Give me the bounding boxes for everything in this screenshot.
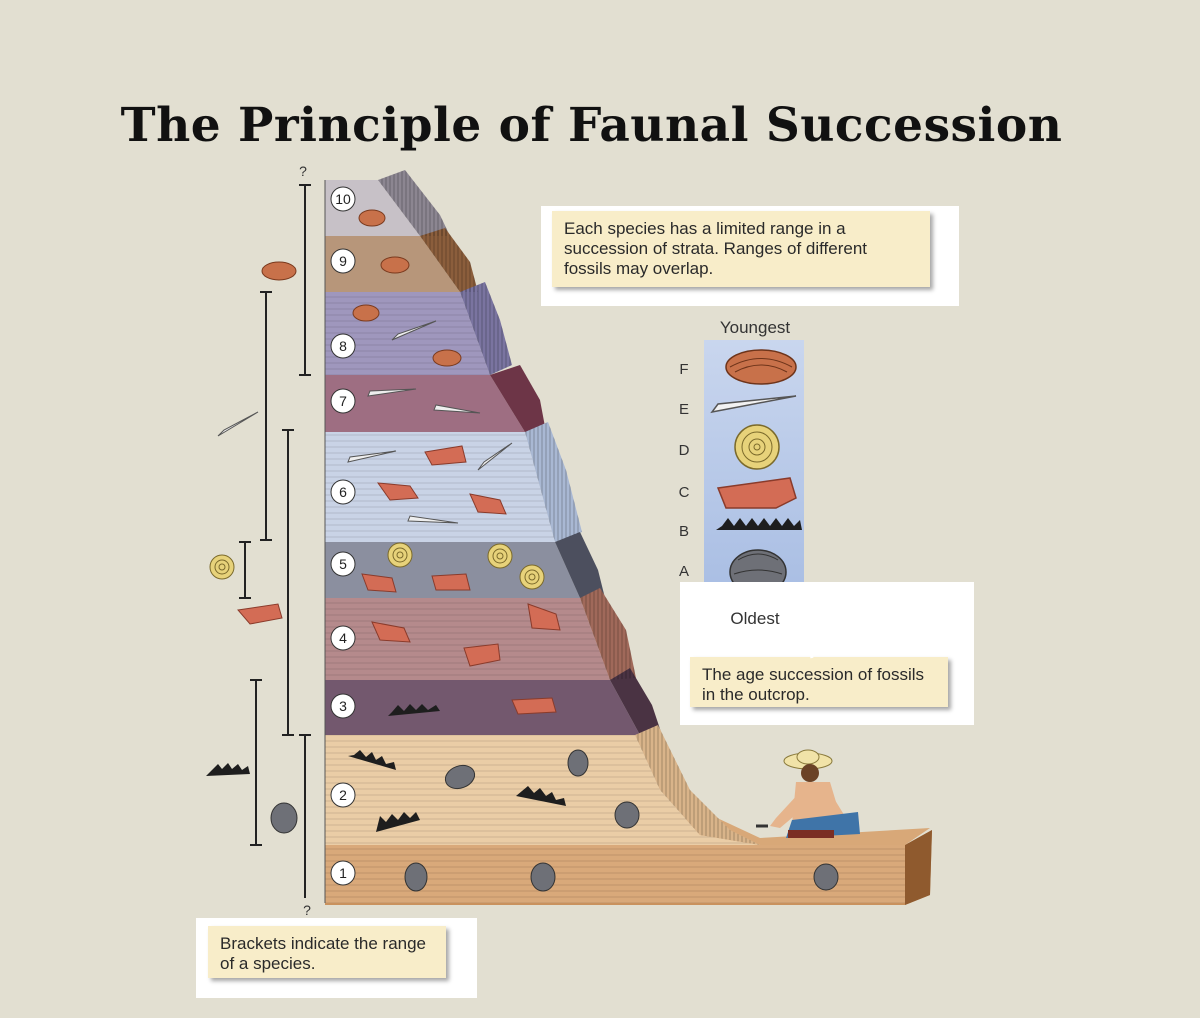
plate-fossil: [527, 603, 561, 631]
plate-fossil: [469, 493, 507, 515]
legend-comb-icon: [716, 518, 802, 530]
legend-youngest-label: Youngest: [719, 318, 791, 337]
comb-icon: [206, 763, 250, 776]
layer-label-2: 2: [339, 787, 347, 803]
cone-fossil: [367, 388, 417, 397]
legend-letter-d: D: [679, 442, 690, 459]
plate-fossil: [463, 643, 501, 667]
ammonite-icon: [209, 554, 235, 580]
legend-cone-icon: [710, 395, 797, 414]
cone-fossil: [477, 442, 513, 471]
stratum-3: [325, 680, 640, 735]
ammonite-fossil: [387, 542, 413, 568]
fossil-legend: F E D C B A: [679, 340, 804, 602]
layer-label-10: 10: [335, 191, 351, 207]
layer-number-4: 4: [330, 625, 356, 651]
layer-number-10: 10: [330, 186, 356, 212]
trilobite-fossil: [614, 801, 640, 829]
legend-ammonite-icon: [734, 424, 780, 470]
cone-fossil: [407, 515, 459, 524]
plate-fossil: [361, 573, 397, 593]
fossils-in-strata: [347, 209, 839, 892]
comb-fossil: [348, 750, 396, 770]
legend-letter-f: F: [679, 361, 688, 378]
ammonite-fossil: [487, 543, 513, 569]
bracket-trilobite: [299, 734, 311, 898]
trilobite-fossil: [444, 764, 476, 790]
layer-number-3: 3: [330, 693, 356, 719]
layer-number-9: 9: [330, 248, 356, 274]
layer-number-7: 7: [330, 388, 356, 414]
layer-label-1: 1: [339, 865, 347, 881]
cone-icon: [217, 411, 259, 437]
note-limited-range: Each species has a limited range in a su…: [552, 211, 930, 287]
question-mark-bottom: ?: [303, 902, 311, 918]
layer-label-5: 5: [339, 556, 347, 572]
comb-fossil: [388, 704, 440, 716]
clam-fossil: [358, 209, 386, 227]
note-age-succession: The age succession of fossils in the out…: [690, 657, 948, 707]
bracket-plate: [282, 429, 294, 736]
ammonite-fossil: [519, 564, 545, 590]
clam-fossil: [432, 349, 462, 367]
note-brackets: Brackets indicate the range of a species…: [208, 926, 446, 978]
legend-letter-c: C: [679, 484, 690, 501]
trilobite-fossil: [530, 862, 556, 892]
legend-letter-a: A: [679, 563, 689, 580]
layer-number-5: 5: [330, 551, 356, 577]
legend-letter-e: E: [679, 401, 689, 418]
legend-plate-icon: [716, 477, 797, 509]
legend-oldest-label: Oldest: [730, 609, 780, 628]
trilobite-fossil: [404, 862, 428, 892]
clam-fossil: [380, 256, 410, 274]
comb-fossil: [516, 786, 566, 806]
strata-column: [324, 170, 905, 903]
plate-icon: [237, 603, 283, 625]
page-title: The Principle of Faunal Succession: [120, 98, 1063, 153]
layer-label-9: 9: [339, 253, 347, 269]
layer-label-4: 4: [339, 630, 347, 646]
comb-fossil: [376, 812, 420, 832]
plate-fossil: [371, 621, 411, 643]
plate-fossil: [424, 445, 467, 466]
plate-fossil: [511, 697, 557, 715]
clam-fossil: [352, 304, 380, 322]
bracket-cone: [260, 291, 272, 541]
cone-fossil: [433, 404, 481, 414]
trilobite-icon: [270, 802, 298, 834]
layer-label-8: 8: [339, 338, 347, 354]
plate-fossil: [376, 482, 419, 501]
question-mark-top: ?: [299, 163, 307, 179]
geologist-figure: [756, 749, 860, 838]
layer-number-2: 2: [330, 782, 356, 808]
cone-fossil: [347, 450, 397, 463]
stratum-7: [325, 375, 525, 432]
layer-number-1: 1: [330, 860, 356, 886]
plate-fossil: [431, 573, 471, 591]
bracket-ammonite: [239, 541, 251, 599]
layer-label-3: 3: [339, 698, 347, 714]
layer-numbers: 10 9 8 7 6 5 4 3 2 1: [330, 186, 356, 886]
layer-number-8: 8: [330, 333, 356, 359]
bracket-comb: [250, 679, 262, 846]
clam-icon: [261, 261, 297, 281]
layer-label-7: 7: [339, 393, 347, 409]
layer-number-6: 6: [330, 479, 356, 505]
range-brackets: [239, 184, 311, 898]
trilobite-fossil: [567, 749, 589, 777]
cone-fossil: [391, 320, 437, 341]
legend-clam-icon: [725, 349, 797, 385]
legend-letter-b: B: [679, 523, 689, 540]
layer-label-6: 6: [339, 484, 347, 500]
bracket-clam: [299, 184, 311, 376]
trilobite-fossil: [813, 863, 839, 891]
bracket-fossil-icons: [206, 261, 298, 834]
